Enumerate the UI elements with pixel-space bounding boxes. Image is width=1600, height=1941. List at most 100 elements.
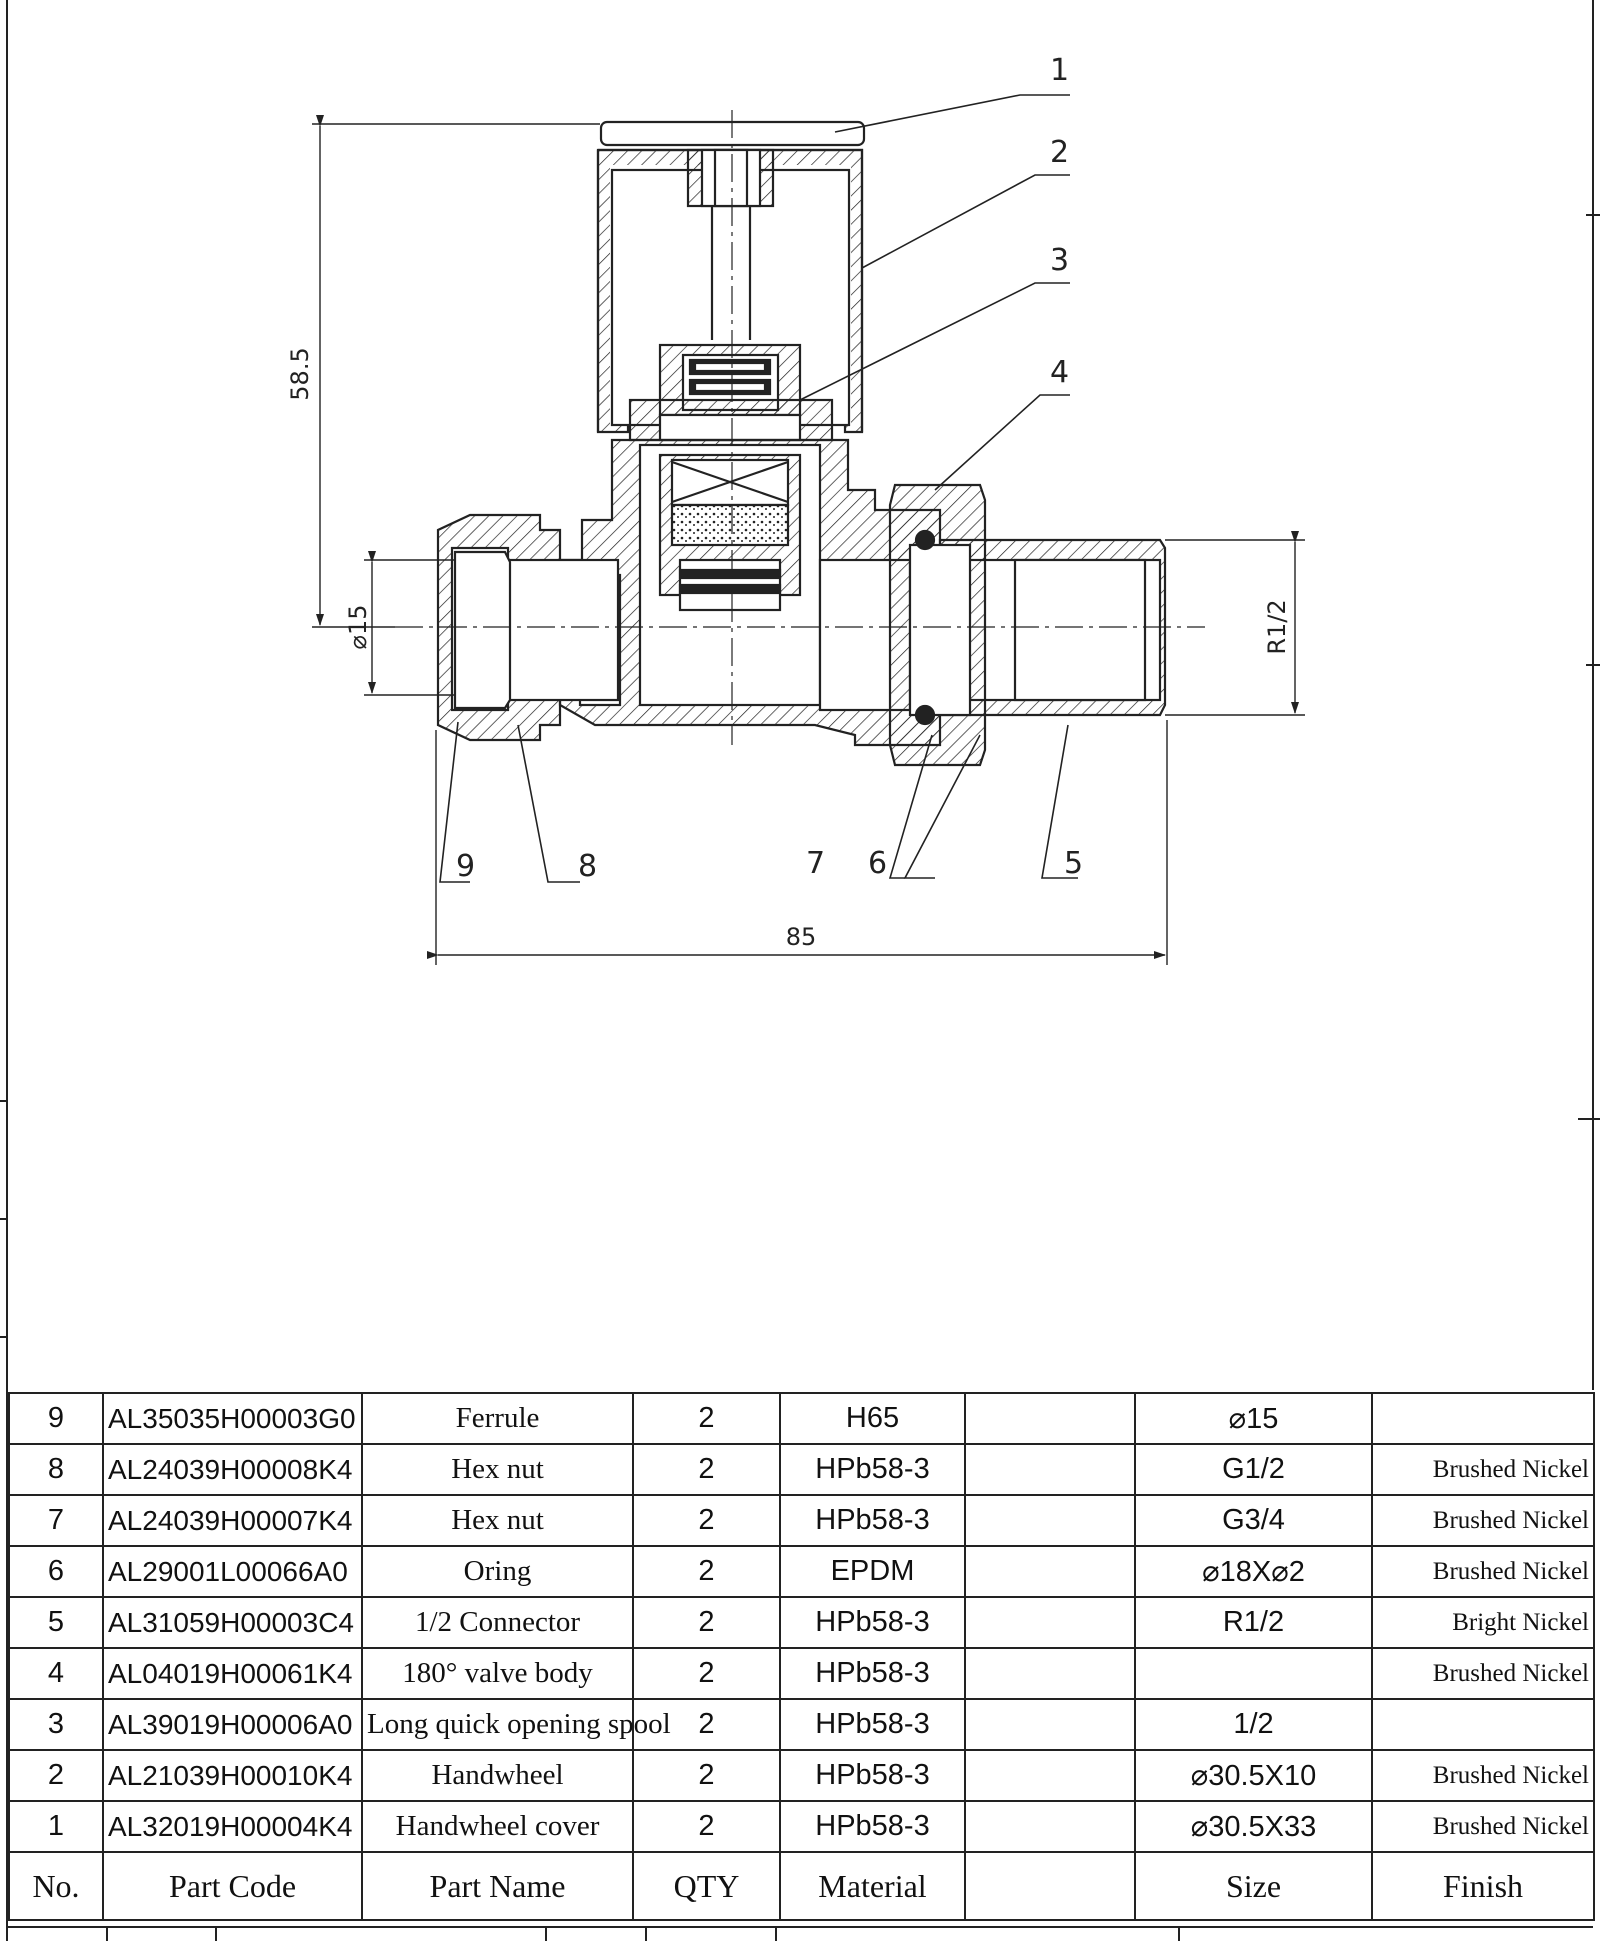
- title-block-divider: [215, 1926, 217, 1941]
- bom-material-cell: HPb58-3: [779, 1698, 966, 1751]
- bom-size-cell: G3/4: [1134, 1494, 1373, 1547]
- title-block-top-line: [8, 1926, 1593, 1928]
- title-block-divider: [1178, 1926, 1180, 1941]
- bom-no-cell: 5: [8, 1596, 104, 1649]
- bom-part-code-cell: AL31059H00003C4: [102, 1596, 363, 1649]
- bom-spec-cell: [964, 1545, 1136, 1598]
- dim-length-label: 85: [786, 923, 817, 951]
- bom-part-name-cell: Ferrule: [361, 1392, 634, 1445]
- bom-material-cell: HPb58-3: [779, 1443, 966, 1496]
- title-block-divider: [645, 1926, 647, 1941]
- bom-part-code-cell: AL35035H00003G0: [102, 1392, 363, 1445]
- bom-part-name-cell: Oring: [361, 1545, 634, 1598]
- bom-qty-cell: 2: [632, 1647, 781, 1700]
- balloon-1: 1: [1050, 53, 1069, 88]
- bom-part-code-cell: AL24039H00007K4: [102, 1494, 363, 1547]
- bom-finish-cell: [1371, 1698, 1595, 1751]
- balloon-7: 7: [806, 846, 825, 881]
- dim-height-label: 58.5: [286, 347, 314, 400]
- bom-part-code-cell: AL29001L00066A0: [102, 1545, 363, 1598]
- bom-size-cell: 1/2: [1134, 1698, 1373, 1751]
- header-finish: Finish: [1371, 1851, 1595, 1921]
- bom-no-cell: 8: [8, 1443, 104, 1496]
- bom-qty-cell: 2: [632, 1494, 781, 1547]
- bom-size-cell: ⌀18X⌀2: [1134, 1545, 1373, 1598]
- bom-part-code-cell: AL39019H00006A0: [102, 1698, 363, 1751]
- bom-part-name-cell: Handwheel: [361, 1749, 634, 1802]
- bom-size-cell: ⌀30.5X10: [1134, 1749, 1373, 1802]
- bom-qty-cell: 2: [632, 1443, 781, 1496]
- dim-pipe-dia-label: ⌀15: [344, 605, 372, 650]
- bom-part-name-cell: Handwheel cover: [361, 1800, 634, 1853]
- bom-finish-cell: Brushed Nickel: [1371, 1494, 1595, 1547]
- balloon-9: 9: [456, 849, 475, 884]
- bom-part-name-cell: Hex nut: [361, 1443, 634, 1496]
- bom-material-cell: HPb58-3: [779, 1596, 966, 1649]
- balloon-8: 8: [578, 849, 597, 884]
- bom-spec-cell: [964, 1596, 1136, 1649]
- bom-finish-cell: Brushed Nickel: [1371, 1749, 1595, 1802]
- frame-tick: [0, 1336, 8, 1338]
- bom-part-name-cell: Hex nut: [361, 1494, 634, 1547]
- balloon-5: 5: [1064, 846, 1083, 881]
- dim-thread-label: R1/2: [1263, 599, 1291, 654]
- bom-part-code-cell: AL24039H00008K4: [102, 1443, 363, 1496]
- bom-finish-cell: [1371, 1392, 1595, 1445]
- bom-material-cell: HPb58-3: [779, 1749, 966, 1802]
- bom-finish-cell: Brushed Nickel: [1371, 1443, 1595, 1496]
- oring-part: [914, 529, 936, 551]
- bom-qty-cell: 2: [632, 1800, 781, 1853]
- header-part-name: Part Name: [361, 1851, 634, 1921]
- header-size: Size: [1134, 1851, 1373, 1921]
- header-no: No.: [8, 1851, 104, 1921]
- bom-material-cell: H65: [779, 1392, 966, 1445]
- bom-no-cell: 3: [8, 1698, 104, 1751]
- bom-spec-cell: [964, 1749, 1136, 1802]
- bom-size-cell: ⌀30.5X33: [1134, 1800, 1373, 1853]
- frame-tick: [1586, 664, 1600, 666]
- title-block-divider: [106, 1926, 108, 1941]
- bom-spec-cell: [964, 1647, 1136, 1700]
- bom-size-cell: ⌀15: [1134, 1392, 1373, 1445]
- balloon-3: 3: [1050, 243, 1069, 278]
- ferrule-part: [453, 550, 512, 710]
- bom-part-code-cell: AL04019H00061K4: [102, 1647, 363, 1700]
- balloon-6: 6: [868, 846, 887, 881]
- frame-tick: [1586, 214, 1600, 216]
- valve-outline: [436, 120, 1167, 767]
- bom-no-cell: 7: [8, 1494, 104, 1547]
- bom-part-name-cell: Long quick opening spool: [361, 1698, 671, 1751]
- header-spec: [964, 1851, 1136, 1921]
- frame-tick: [0, 1100, 8, 1102]
- bom-no-cell: 6: [8, 1545, 104, 1598]
- header-part-code: Part Code: [102, 1851, 363, 1921]
- bom-qty-cell: 2: [632, 1596, 781, 1649]
- leader-lines: [439, 94, 1078, 883]
- frame-tick: [1578, 1118, 1600, 1120]
- balloon-2: 2: [1050, 135, 1069, 170]
- bom-finish-cell: Bright Nickel: [1371, 1596, 1595, 1649]
- header-material: Material: [779, 1851, 966, 1921]
- bom-spec-cell: [964, 1698, 1136, 1751]
- bom-part-code-cell: AL21039H00010K4: [102, 1749, 363, 1802]
- bom-qty-cell: 2: [632, 1545, 781, 1598]
- bom-material-cell: EPDM: [779, 1545, 966, 1598]
- title-block-divider: [775, 1926, 777, 1941]
- frame-tick: [0, 1218, 8, 1220]
- bom-finish-cell: Brushed Nickel: [1371, 1647, 1595, 1700]
- balloon-numbers: 1 2 3 4 5 6 7 8 9: [456, 53, 1083, 884]
- bom-no-cell: 9: [8, 1392, 104, 1445]
- bom-spec-cell: [964, 1392, 1136, 1445]
- bom-material-cell: HPb58-3: [779, 1494, 966, 1547]
- header-qty: QTY: [632, 1851, 781, 1921]
- bom-no-cell: 2: [8, 1749, 104, 1802]
